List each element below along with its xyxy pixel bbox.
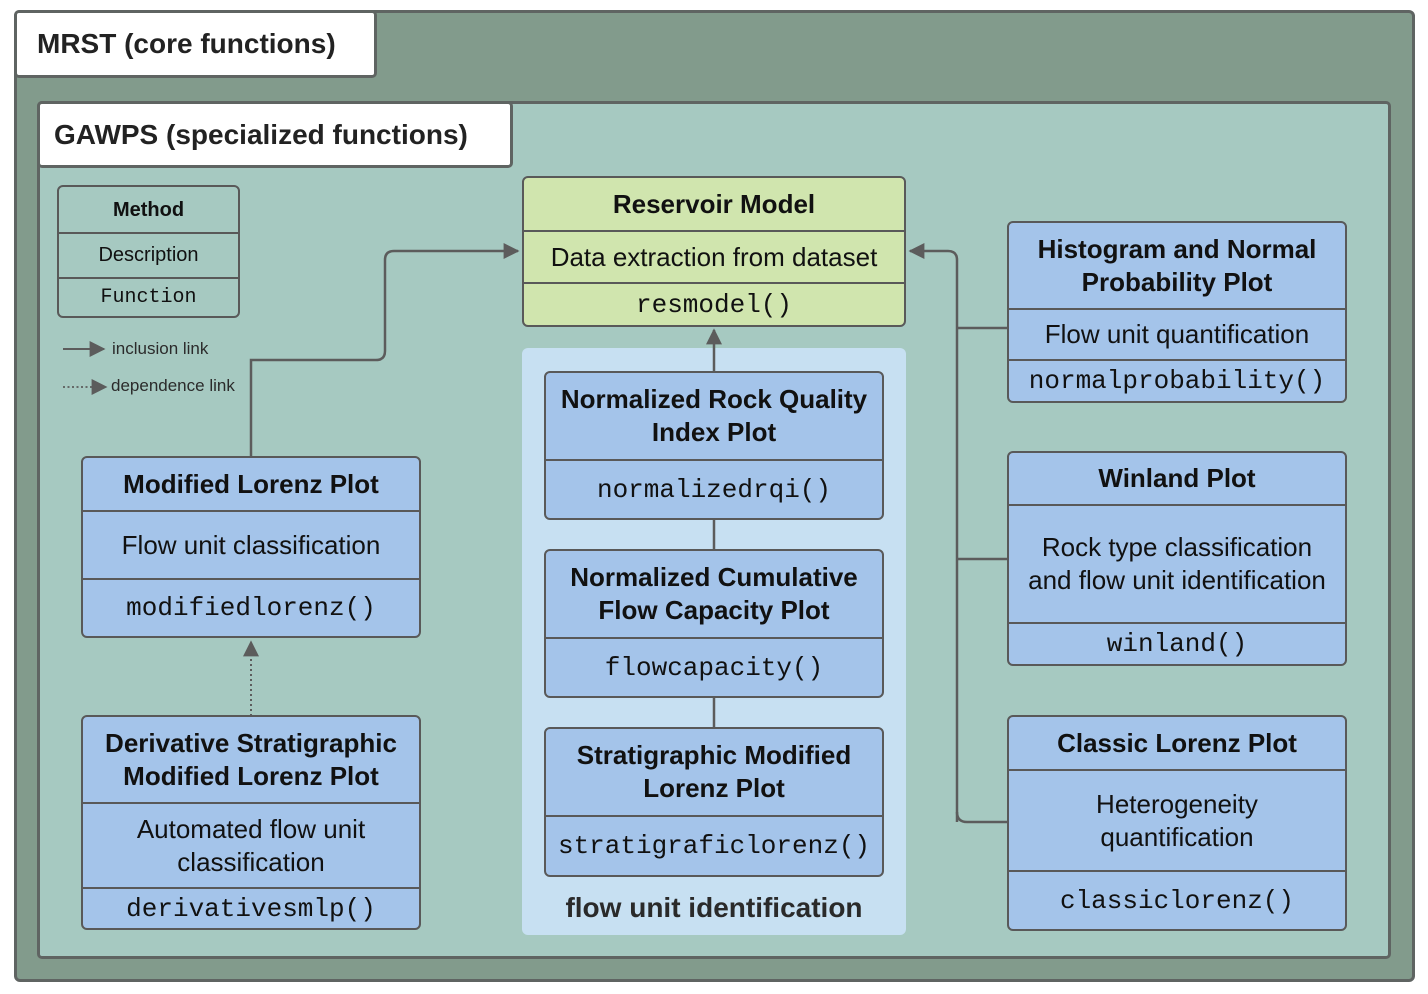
- winland-box: Winland Plot Rock type classification an…: [1007, 451, 1347, 666]
- derivative-smlp-title: Derivative Stratigraphic Modified Lorenz…: [105, 727, 397, 791]
- flow-unit-identification-label: flow unit identification: [565, 892, 863, 923]
- normalized-rqi-function: normalizedrqi(): [546, 459, 882, 518]
- mrst-title: MRST (core functions): [14, 10, 377, 78]
- normalized-cfc-function: flowcapacity(): [546, 637, 882, 696]
- histogram-title: Histogram and Normal Probability Plot: [1037, 233, 1317, 297]
- classic-lorenz-description: Heterogeneity quantification: [1009, 769, 1345, 870]
- normalized-rqi-box: Normalized Rock Quality Index Plot norma…: [544, 371, 884, 520]
- histogram-box: Histogram and Normal Probability Plot Fl…: [1007, 221, 1347, 403]
- histogram-description: Flow unit quantification: [1009, 308, 1345, 359]
- legend-box: Method Description Function: [57, 185, 240, 318]
- normalized-cfc-title: Normalized Cumulative Flow Capacity Plot: [570, 562, 858, 625]
- modified-lorenz-box: Modified Lorenz Plot Flow unit classific…: [81, 456, 421, 638]
- derivative-smlp-box: Derivative Stratigraphic Modified Lorenz…: [81, 715, 421, 930]
- legend-description: Description: [59, 232, 238, 277]
- reservoir-model-box: Reservoir Model Data extraction from dat…: [522, 176, 906, 327]
- winland-function: winland(): [1009, 622, 1345, 664]
- derivative-smlp-description: Automated flow unit classification: [83, 802, 419, 887]
- winland-title: Winland Plot: [1098, 463, 1256, 493]
- classic-lorenz-function: classiclorenz(): [1009, 870, 1345, 929]
- link-classic-lorenz-branch: [955, 811, 1008, 824]
- legend-dependence-label: dependence link: [111, 376, 235, 395]
- stratigraphic-ml-function: stratigraficlorenz(): [546, 815, 882, 875]
- classic-lorenz-box: Classic Lorenz Plot Heterogeneity quanti…: [1007, 715, 1347, 931]
- normalized-rqi-title: Normalized Rock Quality Index Plot: [560, 384, 868, 447]
- derivative-smlp-function: derivativesmlp(): [83, 887, 419, 928]
- winland-description: Rock type classification and flow unit i…: [1009, 504, 1345, 622]
- stratigraphic-ml-box: Stratigraphic Modified Lorenz Plot strat…: [544, 727, 884, 877]
- reservoir-model-function: resmodel(): [524, 282, 904, 325]
- legend-function: Function: [59, 277, 238, 316]
- modified-lorenz-function: modifiedlorenz(): [83, 578, 419, 636]
- normalized-cfc-box: Normalized Cumulative Flow Capacity Plot…: [544, 549, 884, 698]
- inclusion-link-modified-lorenz: [249, 243, 520, 456]
- classic-lorenz-title: Classic Lorenz Plot: [1057, 727, 1297, 758]
- reservoir-model-title: Reservoir Model: [612, 188, 816, 219]
- inclusion-link-right-group: [908, 243, 959, 822]
- legend-inclusion-label: inclusion link: [112, 339, 209, 358]
- modified-lorenz-description: Flow unit classification: [83, 510, 419, 578]
- legend-method: Method: [112, 198, 185, 221]
- gawps-title: GAWPS (specialized functions): [37, 101, 513, 168]
- histogram-function: normalprobability(): [1009, 359, 1345, 401]
- modified-lorenz-title: Modified Lorenz Plot: [123, 468, 379, 499]
- reservoir-model-description: Data extraction from dataset: [524, 230, 904, 282]
- stratigraphic-ml-title: Stratigraphic Modified Lorenz Plot: [576, 740, 852, 803]
